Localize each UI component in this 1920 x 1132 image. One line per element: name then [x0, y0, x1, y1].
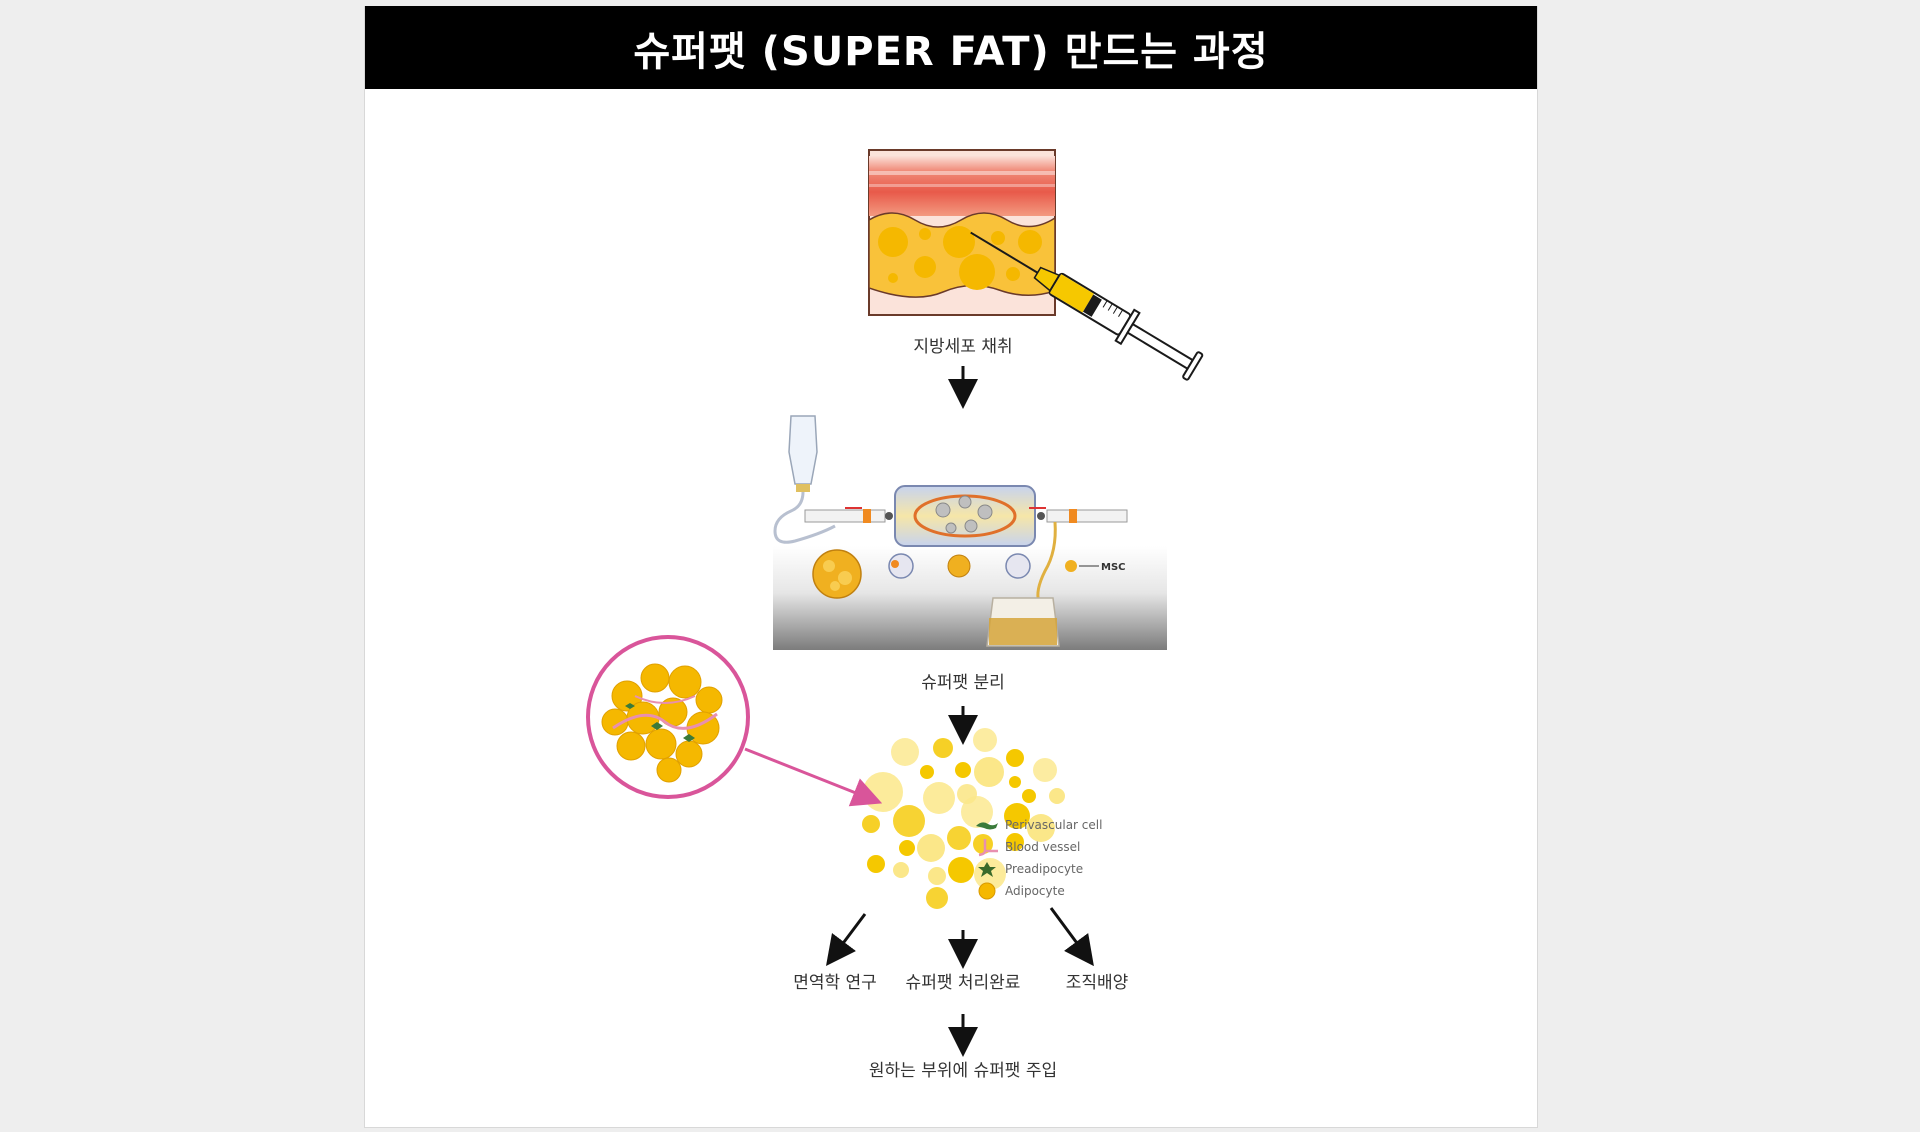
branch-processed-label: 슈퍼팻 처리완료 — [905, 973, 1021, 993]
skin-cross-section-illustration — [868, 149, 1056, 316]
blood-vessel-icon — [978, 839, 998, 857]
diagram-card: 슈퍼팻 (SUPER FAT) 만드는 과정 — [364, 6, 1538, 1128]
preadipocyte-icon — [978, 862, 996, 877]
arrow-to-culture — [1049, 907, 1094, 967]
legend-item-perivascular: Perivascular cell — [973, 814, 1102, 836]
branch-immunology-label: 면역학 연구 — [793, 973, 877, 993]
branch-culture-label: 조직배양 — [1065, 973, 1129, 993]
legend-item-preadipocyte: Preadipocyte — [973, 858, 1102, 880]
step-separation-label: 슈퍼팻 분리 — [921, 673, 1005, 693]
perivascular-cell-icon — [976, 822, 998, 830]
legend-label: Adipocyte — [1005, 884, 1065, 898]
magnify-pointer-arrow — [744, 747, 883, 807]
legend-item-adipocyte: Adipocyte — [973, 880, 1102, 902]
magnified-tissue-view — [586, 635, 750, 799]
legend-label: Perivascular cell — [1005, 818, 1103, 832]
process-diagram: MSC — [586, 149, 1204, 1057]
cell-legend: Perivascular cell Blood vessel Preadipoc… — [973, 814, 1102, 902]
step-injection-label: 원하는 부위에 슈퍼팻 주입 — [868, 1061, 1058, 1081]
legend-item-blood-vessel: Blood vessel — [973, 836, 1102, 858]
msc-label: MSC — [1101, 562, 1126, 573]
legend-label: Blood vessel — [1005, 840, 1081, 854]
syringe-icon — [970, 231, 1204, 381]
step-harvest-label: 지방세포 채취 — [913, 337, 1013, 357]
arrow-to-immunology — [826, 913, 867, 966]
page-title-text: 슈퍼팻 (SUPER FAT) 만드는 과정 — [633, 28, 1269, 75]
adipocyte-icon — [978, 882, 996, 900]
legend-label: Preadipocyte — [1005, 862, 1084, 876]
separation-device-illustration: MSC — [773, 415, 1167, 650]
page-title: 슈퍼팻 (SUPER FAT) 만드는 과정 — [365, 6, 1537, 89]
